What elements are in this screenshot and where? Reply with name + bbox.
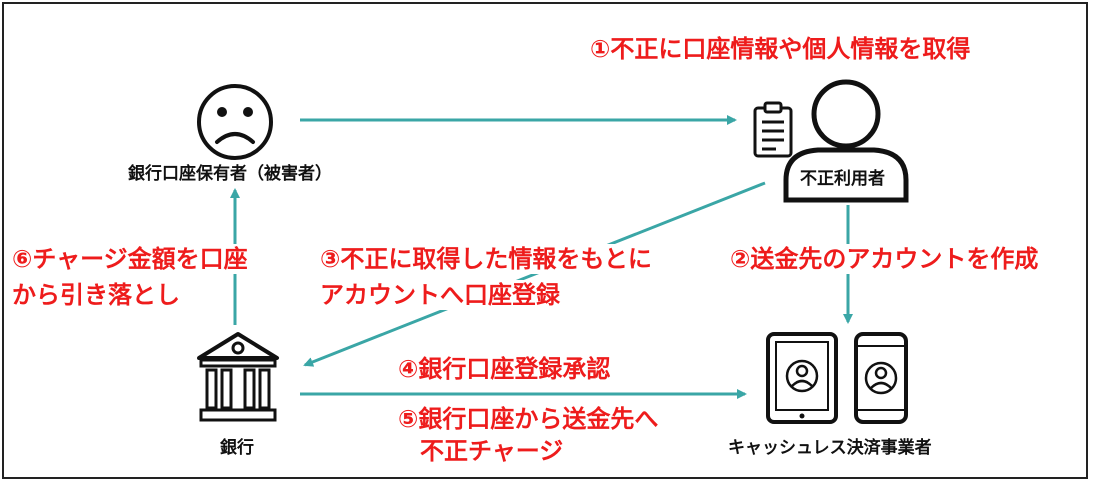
victim-label: 銀行口座保有者（被害者） <box>128 164 332 184</box>
tablet-and-phone-icon <box>766 332 908 424</box>
step-3-label-line1: ③不正に取得した情報をもとに <box>320 244 652 274</box>
fraudster-label: 不正利用者 <box>800 169 885 189</box>
step-4-label: ④銀行口座登録承認 <box>398 355 611 383</box>
clipboard-icon <box>753 101 793 158</box>
person-icon <box>783 79 909 203</box>
step-6-label-line2: から引き落とし <box>12 280 180 310</box>
step-3-label-line2: アカウントへ口座登録 <box>320 280 560 310</box>
step-1-label: ①不正に口座情報や個人情報を取得 <box>590 35 971 63</box>
step-2-label: ②送金先のアカウントを作成 <box>730 244 1039 274</box>
step-5-label-line1: ⑤銀行口座から送金先へ <box>398 405 659 433</box>
step-5-label-line2: 不正チャージ <box>420 437 564 465</box>
sad-face-icon <box>197 84 273 160</box>
step-6-label-line1: ⑥チャージ金額を口座 <box>12 244 248 274</box>
bank-building-icon <box>197 332 279 422</box>
bank-label: 銀行 <box>220 438 254 458</box>
cashless-provider-label: キャッシュレス決済事業者 <box>728 438 932 458</box>
arrow-fraudster-to-bank <box>303 181 766 367</box>
